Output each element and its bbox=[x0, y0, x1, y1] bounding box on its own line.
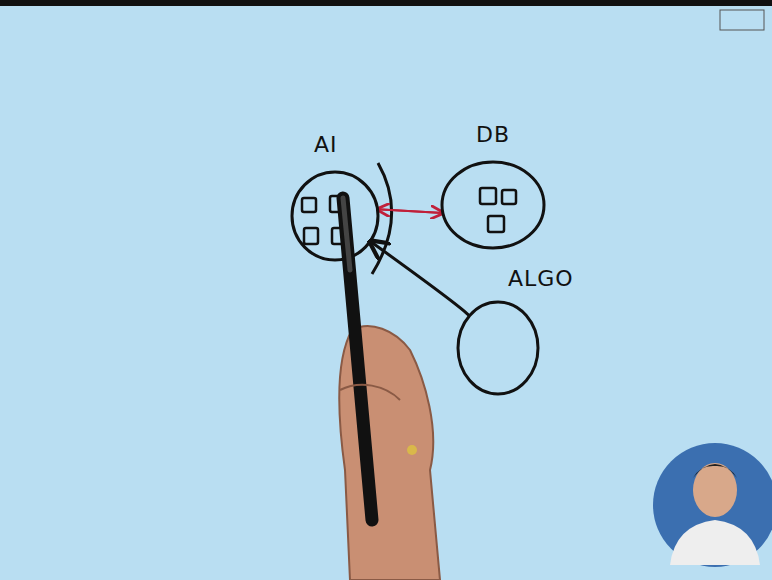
node-heading: DB bbox=[476, 122, 510, 147]
circle-outline bbox=[440, 160, 546, 250]
connector-arrow bbox=[377, 209, 442, 213]
node-heading: AI bbox=[314, 132, 338, 157]
frame-bar bbox=[0, 0, 772, 6]
circle-node: AI bbox=[290, 170, 380, 262]
connector-arrow bbox=[377, 209, 442, 213]
circle-outline bbox=[456, 300, 540, 396]
circle-node: ALGO bbox=[456, 300, 540, 396]
circle-node: DB bbox=[440, 160, 546, 250]
connector-arrow bbox=[370, 241, 469, 316]
divider-arc bbox=[372, 163, 392, 274]
circle-outline bbox=[290, 170, 380, 262]
node-heading: ALGO bbox=[508, 266, 574, 291]
logo-box bbox=[720, 10, 764, 30]
